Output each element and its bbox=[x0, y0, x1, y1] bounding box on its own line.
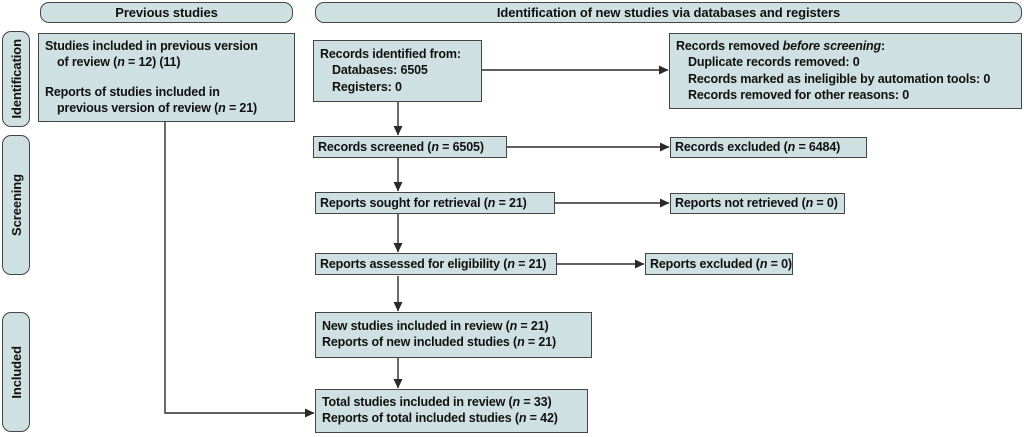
other-reasons-line: Records removed for other reasons: 0 bbox=[676, 87, 1015, 103]
new-studies-line: New studies included in review (n = 21) bbox=[322, 318, 585, 334]
text-segment: Reports sought for retrieval ( bbox=[320, 195, 488, 210]
text-segment: = 21) bbox=[524, 335, 556, 350]
previous-studies-line: of review (n = 12) (11) bbox=[45, 54, 288, 70]
text-segment: Databases: 6505 bbox=[332, 63, 428, 78]
text-segment: = 21) bbox=[514, 256, 547, 271]
records-removed-title: Records removed before screening: bbox=[676, 38, 1015, 54]
header-previous-studies: Previous studies bbox=[40, 2, 293, 23]
text-segment: Studies included in previous version bbox=[45, 39, 258, 53]
total-reports-line: Reports of total included studies (n = 4… bbox=[322, 410, 581, 426]
reports-excluded-box: Reports excluded (n = 0) bbox=[645, 253, 793, 275]
text-segment: of review ( bbox=[57, 55, 118, 70]
duplicate-records-line: Duplicate records removed: 0 bbox=[676, 54, 1015, 70]
n-symbol: n bbox=[487, 195, 496, 210]
n-symbol: n bbox=[759, 256, 768, 271]
text-segment: = 21) bbox=[517, 319, 549, 333]
text-segment: Records removed bbox=[676, 39, 783, 53]
text-segment: = 12) (11) bbox=[124, 55, 181, 70]
previous-studies-box: Studies included in previous version of … bbox=[38, 33, 295, 122]
text-segment: Total studies included in review ( bbox=[322, 395, 513, 409]
text-segment: Duplicate records removed: 0 bbox=[688, 55, 860, 70]
text-segment: Reports of studies included in bbox=[45, 84, 220, 99]
sidebar-label-included-text: Included bbox=[8, 345, 24, 399]
text-segment: Records identified from: bbox=[320, 47, 461, 61]
registers-line: Registers: 0 bbox=[320, 79, 475, 95]
records-identified-title: Records identified from: bbox=[320, 46, 475, 62]
text-segment: Reports excluded ( bbox=[650, 256, 760, 271]
text-segment: Reports of total included studies ( bbox=[322, 411, 519, 426]
new-reports-line: Reports of new included studies (n = 21) bbox=[322, 334, 585, 350]
sidebar-label-identification: Identification bbox=[2, 31, 30, 127]
text-segment: = 33) bbox=[520, 395, 552, 409]
n-symbol: n bbox=[431, 139, 439, 154]
records-identified-box: Records identified from: Databases: 6505… bbox=[313, 40, 482, 102]
sidebar-label-screening-text: Screening bbox=[8, 174, 24, 236]
reports-sought-text: Reports sought for retrieval (n = 21) bbox=[320, 195, 527, 211]
reports-not-retrieved-text: Reports not retrieved (n = 0) bbox=[675, 195, 838, 211]
n-symbol: n bbox=[805, 196, 814, 211]
text-segment: Records excluded ( bbox=[675, 140, 788, 155]
previous-reports-line: previous version of review (n = 21) bbox=[45, 100, 288, 116]
n-symbol: n bbox=[517, 335, 525, 350]
n-symbol: n bbox=[518, 411, 527, 426]
text-segment: Registers: 0 bbox=[332, 79, 402, 94]
header-previous-studies-label: Previous studies bbox=[115, 5, 218, 20]
text-segment: Reports of new included studies ( bbox=[322, 335, 518, 350]
text-segment: Records screened ( bbox=[318, 139, 432, 154]
records-screened-box: Records screened (n = 6505) bbox=[313, 136, 507, 158]
sidebar-label-screening: Screening bbox=[2, 135, 30, 275]
total-studies-line: Total studies included in review (n = 33… bbox=[322, 394, 581, 410]
n-symbol: n bbox=[507, 256, 515, 271]
header-identification-new-studies: Identification of new studies via databa… bbox=[315, 2, 1022, 23]
n-symbol: n bbox=[117, 55, 125, 70]
text-segment: Reports not retrieved ( bbox=[675, 196, 806, 211]
reports-not-retrieved-box: Reports not retrieved (n = 0) bbox=[670, 193, 845, 214]
automation-tools-line: Records marked as ineligible by automati… bbox=[676, 71, 1015, 87]
paragraph-gap bbox=[45, 71, 288, 84]
text-segment: Records removed for other reasons: 0 bbox=[688, 87, 910, 102]
reports-assessed-box: Reports assessed for eligibility (n = 21… bbox=[315, 253, 557, 275]
n-symbol: n bbox=[512, 395, 521, 409]
text-segment: = 42) bbox=[526, 411, 558, 426]
text-segment: = 21) bbox=[225, 100, 258, 115]
text-segment: = 0) bbox=[813, 196, 838, 211]
text-segment: = 21) bbox=[495, 195, 527, 210]
text-segment: Records marked as ineligible by automati… bbox=[688, 71, 991, 86]
records-excluded-text: Records excluded (n = 6484) bbox=[675, 139, 840, 155]
text-segment: = 6484) bbox=[795, 140, 841, 155]
sidebar-label-identification-text: Identification bbox=[8, 39, 24, 119]
new-studies-included-box: New studies included in review (n = 21) … bbox=[315, 312, 592, 358]
arrow-previous-to-total bbox=[164, 122, 315, 418]
text-segment: Reports assessed for eligibility ( bbox=[320, 256, 508, 271]
n-symbol: n bbox=[787, 140, 796, 155]
text-segment: New studies included in review ( bbox=[322, 319, 510, 333]
header-identification-new-studies-label: Identification of new studies via databa… bbox=[496, 5, 841, 20]
records-excluded-box: Records excluded (n = 6484) bbox=[670, 137, 867, 158]
records-removed-box: Records removed before screening: Duplic… bbox=[669, 33, 1022, 109]
total-studies-included-box: Total studies included in review (n = 33… bbox=[315, 389, 588, 433]
sidebar-label-included: Included bbox=[2, 312, 30, 432]
reports-assessed-text: Reports assessed for eligibility (n = 21… bbox=[320, 256, 546, 272]
before-screening-italic: before screening bbox=[782, 39, 881, 53]
text-segment: = 6505) bbox=[438, 139, 484, 154]
databases-line: Databases: 6505 bbox=[320, 62, 475, 78]
reports-excluded-text: Reports excluded (n = 0) bbox=[650, 256, 792, 272]
previous-reports-line: Reports of studies included in bbox=[45, 84, 288, 100]
text-segment: previous version of review ( bbox=[57, 100, 219, 115]
previous-studies-line: Studies included in previous version bbox=[45, 38, 288, 54]
n-symbol: n bbox=[218, 100, 226, 115]
text-segment: : bbox=[881, 39, 886, 53]
records-screened-text: Records screened (n = 6505) bbox=[318, 139, 484, 155]
n-symbol: n bbox=[509, 319, 518, 333]
text-segment: = 0) bbox=[767, 256, 792, 271]
reports-sought-box: Reports sought for retrieval (n = 21) bbox=[315, 192, 555, 214]
